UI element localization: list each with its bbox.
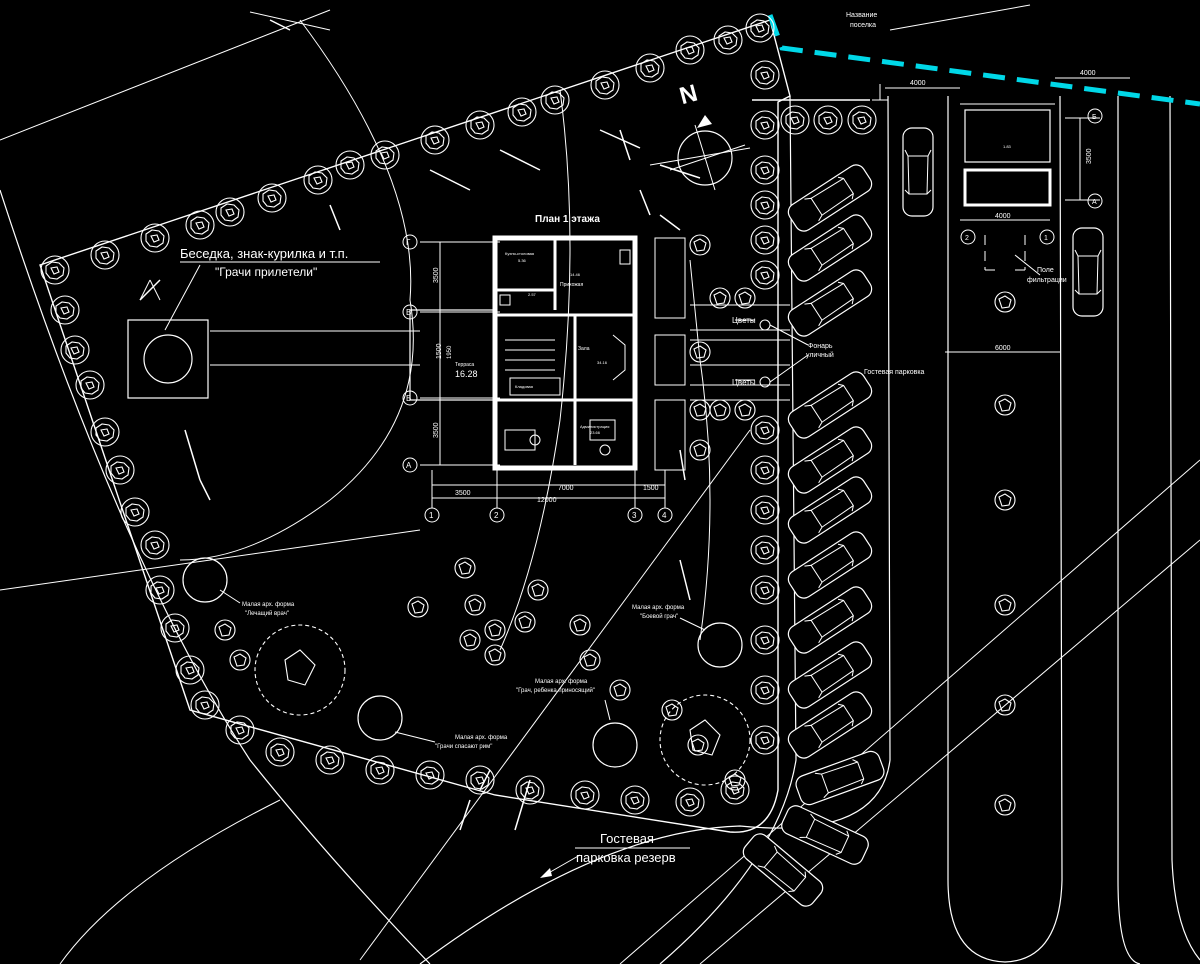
axis-letter-a: А <box>406 461 412 470</box>
north-letter: N <box>677 80 701 111</box>
dim-1500-horizontal: 1500 <box>643 485 659 492</box>
lamps <box>735 319 809 388</box>
street-lamp-line1: Фонарь <box>808 343 833 350</box>
axis-number-3: 3 <box>632 511 637 520</box>
guest-reserve-line2: парковка резерв <box>576 850 676 865</box>
north-arrow <box>649 115 751 191</box>
gazebo-name: "Грачи прилетели" <box>215 265 317 279</box>
dim-1500: 1500 <box>436 343 443 359</box>
dim-4000-b: 4000 <box>1080 70 1096 77</box>
guest-reserve-line1: Гостевая <box>600 831 654 846</box>
maf1-name: "Лечащий врач" <box>245 610 289 617</box>
boundary-trees <box>40 13 877 817</box>
room-kitchen: Кухня-столовая <box>505 251 534 256</box>
filter-field-line2: фильтрации <box>1027 277 1067 284</box>
room-hall-area: 34.16 <box>597 360 608 365</box>
room-terrace: Терраса <box>455 362 474 368</box>
tree-clusters <box>214 557 751 791</box>
small-axis-2: 2 <box>965 235 969 242</box>
small-building <box>885 77 1130 353</box>
gazebo <box>127 261 380 399</box>
maf3-name: "Грач, ребенка приносящий" <box>516 687 595 694</box>
parked-cars <box>739 127 1104 911</box>
dim-6000: 6000 <box>995 345 1011 352</box>
small-axis-1: 1 <box>1044 235 1048 242</box>
dim-1950: 1950 <box>447 345 453 359</box>
dim-3500-horizontal: 3500 <box>455 490 471 497</box>
plan-title: План 1 этажа <box>535 214 600 225</box>
roads <box>0 4 1200 964</box>
flowers-label-2: Цветы <box>732 378 756 387</box>
axis-number-4: 4 <box>662 511 667 520</box>
village-name-line2: поселка <box>850 22 876 29</box>
site-paths <box>139 19 790 651</box>
maf-circles <box>182 557 743 768</box>
room-admin: Администрация <box>580 424 609 429</box>
room-wc-area: 2.57 <box>528 292 537 297</box>
site-boundary <box>39 19 888 833</box>
room-kitchen-area: 5.36 <box>518 258 527 263</box>
maf2-title: Малая арх. форма <box>632 605 685 611</box>
dim-7000: 7000 <box>558 485 574 492</box>
room-hall: Зала <box>578 346 590 352</box>
maf1-title: Малая арх. форма <box>242 602 295 608</box>
small-room-area: 1.83 <box>1003 144 1012 149</box>
road-markers <box>994 291 1016 816</box>
dim-3500-bottom: 3500 <box>433 422 440 438</box>
guest-parking-label: Гостевая парковка <box>864 369 925 376</box>
building-plan <box>402 234 686 523</box>
cyan-boundary-line <box>767 14 1200 107</box>
small-axis-b: Б <box>1092 114 1097 121</box>
maf2-name: "Боевой грач" <box>640 613 678 620</box>
filter-field-line1: Поле <box>1037 267 1054 274</box>
dim-12000: 12000 <box>537 497 557 504</box>
flowers-label-1: Цветы <box>732 316 756 325</box>
axis-number-1: 1 <box>429 511 434 520</box>
axis-letter-b: Б <box>406 394 411 403</box>
maf4-title: Малая арх. форма <box>455 735 508 741</box>
dim-3500-vertical-small: 3500 <box>1086 148 1093 164</box>
gazebo-label: Беседка, знак-курилка и т.п. <box>180 246 348 261</box>
village-name-line1: Название <box>846 12 877 19</box>
axis-letter-g: Г <box>406 238 411 247</box>
reserve-arrow <box>540 847 690 878</box>
maf4-name: "Грачи спасают рим" <box>435 744 492 750</box>
dim-3500-top: 3500 <box>433 267 440 283</box>
room-corridor: Прихожая <box>560 282 583 288</box>
axis-number-2: 2 <box>494 511 499 520</box>
decorative-strokes <box>139 19 701 831</box>
maf3-title: Малая арх. форма <box>535 679 588 685</box>
street-lamp-line2: уличный <box>806 351 834 359</box>
dim-4000-c: 4000 <box>995 213 1011 220</box>
room-admin-area: 23.66 <box>590 430 601 435</box>
room-corridor-area: 14.46 <box>570 272 581 277</box>
room-storage: Кладовая <box>515 384 533 389</box>
axis-letter-v: В <box>406 308 411 317</box>
dim-4000-a: 4000 <box>910 80 926 87</box>
room-terrace-area: 16.28 <box>455 369 478 379</box>
small-axis-a: А <box>1092 199 1097 206</box>
